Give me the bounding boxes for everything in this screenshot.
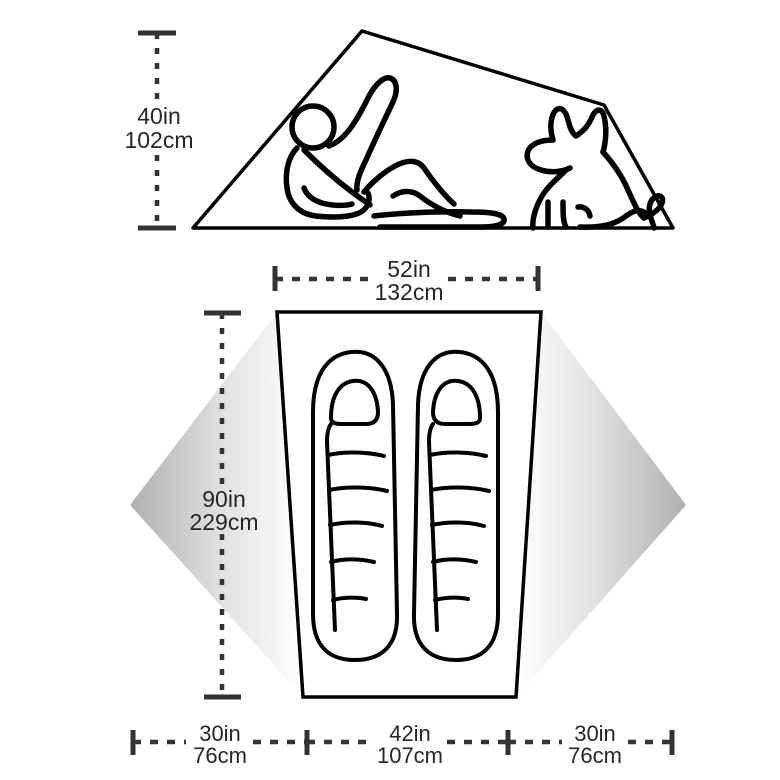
- dog-tail: [641, 193, 666, 231]
- vestibule-right: [516, 312, 686, 697]
- sleeping-bag-left-hood: [329, 378, 380, 426]
- dog-ears: [548, 105, 609, 155]
- person-upper-leg: [361, 158, 457, 207]
- vestibule-left: [130, 312, 303, 697]
- floor-length-dimension: 90in 229cm: [189, 310, 259, 700]
- sleeping-bag-left-inner-edge: [325, 422, 337, 632]
- dog-muzzle: [524, 137, 573, 175]
- floor-span-label-metric: 107cm: [377, 743, 443, 768]
- person-forearm: [301, 147, 373, 208]
- sleeping-bag-right-baffle-1: [428, 450, 488, 458]
- sleeping-bag-left-outline: [311, 349, 400, 662]
- sleeping-bag-right-baffle-5: [433, 595, 470, 602]
- sleeping-bag-left-baffle-2: [327, 485, 389, 493]
- peak-height-label-imperial: 40in: [137, 103, 180, 129]
- sleeping-bag-right-baffle-4: [431, 557, 478, 564]
- vestibule-right-label-imperial: 30in: [574, 721, 616, 746]
- dog-sitting-icon: [524, 105, 666, 231]
- vestibule-left-label-imperial: 30in: [199, 721, 241, 746]
- floor-length-label-imperial: 90in: [202, 486, 245, 512]
- person-arm: [326, 75, 399, 193]
- vestibule-left-label-metric: 76cm: [193, 743, 247, 768]
- tent-floor-outline: [275, 310, 543, 699]
- sleeping-bag-left-baffle-5: [331, 595, 368, 602]
- person-foot: [371, 208, 507, 230]
- sleeping-bag-right-baffle-3: [430, 520, 486, 528]
- sleeping-bag-left-baffle-1: [326, 450, 386, 458]
- sleeping-bag-left: [311, 349, 400, 662]
- side-elevation-view: [191, 29, 675, 231]
- dog-chest: [530, 167, 569, 231]
- person-torso: [283, 145, 372, 220]
- floor-width-dimension: 52in 132cm: [272, 256, 541, 305]
- sleeping-bag-right-hood: [431, 378, 482, 426]
- floor-width-label-imperial: 52in: [387, 256, 430, 282]
- floor-span-label-imperial: 42in: [389, 721, 431, 746]
- floor-length-label-metric: 229cm: [189, 509, 258, 535]
- peak-height-dimension: 40in 102cm: [124, 30, 194, 231]
- floor-plan-view: [130, 310, 686, 699]
- sleeping-bag-left-baffle-4: [329, 557, 376, 564]
- sleeping-bag-right-outline: [411, 349, 500, 662]
- sleeping-bag-right: [411, 349, 500, 662]
- peak-height-label-metric: 102cm: [124, 127, 193, 153]
- sleeping-bag-right-baffle-2: [429, 485, 491, 493]
- sleeping-bag-left-baffle-3: [328, 520, 384, 528]
- person-reclining-icon: [283, 75, 507, 230]
- sleeping-bag-right-inner-edge: [427, 422, 439, 632]
- person-head: [289, 103, 337, 151]
- bottom-dimension-row: 30in 76cm 42in 107cm 30in 76cm: [130, 721, 675, 768]
- vestibule-right-label-metric: 76cm: [568, 743, 622, 768]
- dog-haunch: [577, 207, 648, 230]
- person-hand: [301, 185, 355, 209]
- tent-elevation-outline: [191, 29, 675, 230]
- floor-width-label-metric: 132cm: [374, 279, 443, 305]
- dog-front-paw-2: [560, 199, 569, 230]
- dog-front-paw-3: [575, 204, 593, 219]
